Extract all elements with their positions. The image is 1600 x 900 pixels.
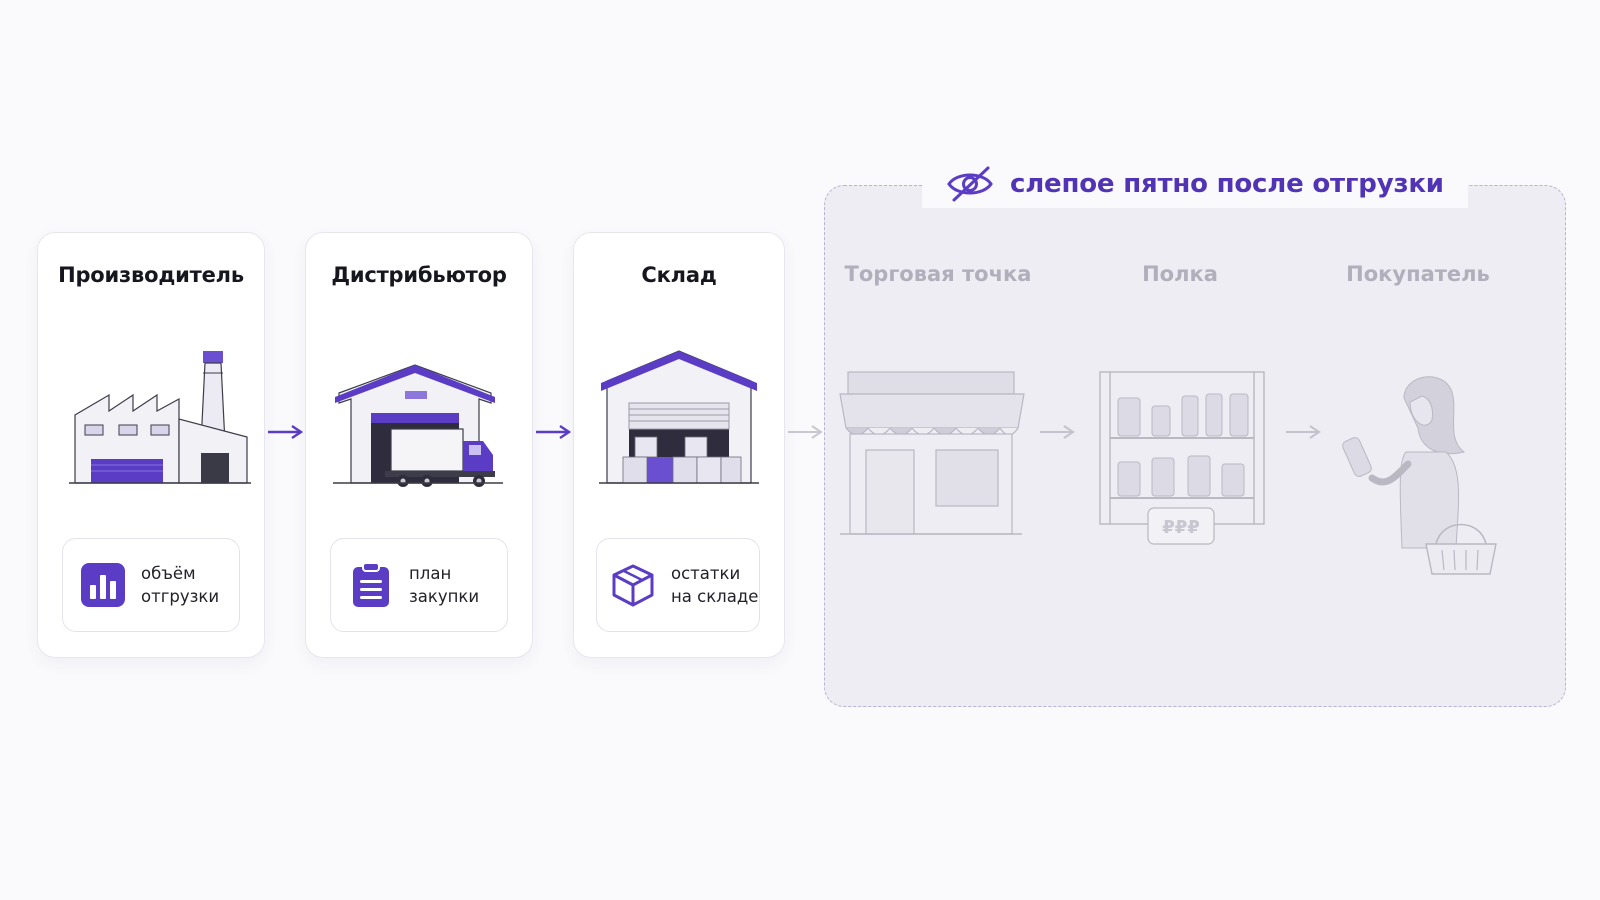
data-box-stock-levels: остатки на складе (596, 538, 760, 632)
clipboard-icon (353, 562, 389, 607)
arrow-right-icon (268, 425, 304, 439)
ghost-stage-title-shopper: Покупатель (1346, 262, 1490, 286)
stage-title: Производитель (58, 263, 244, 287)
blind-spot-label: слепое пятно после отгрузки (1010, 169, 1444, 199)
ghost-stage-title-shelf: Полка (1142, 262, 1218, 286)
data-box-purchase-plan: план закупки (330, 538, 508, 632)
eye-off-icon (947, 166, 993, 202)
warehouse-boxes-icon (574, 333, 784, 503)
stage-title: Дистрибьютор (331, 263, 507, 287)
data-label: остатки на складе (671, 564, 759, 606)
store-icon (838, 368, 1028, 547)
stage-title: Склад (641, 263, 717, 287)
box-icon (612, 564, 654, 607)
factory-icon (38, 333, 264, 503)
data-label: план закупки (409, 564, 480, 606)
arrow-right-icon (536, 425, 572, 439)
arrow-right-icon (1040, 425, 1075, 439)
arrow-right-icon (788, 425, 823, 439)
stage-card-warehouse: Склад остатки на складе (573, 232, 785, 658)
warehouse-truck-icon (306, 333, 532, 503)
price-tag-text: ₽₽₽ (1162, 517, 1200, 538)
data-label: объём отгрузки (141, 564, 220, 606)
blind-spot-header: слепое пятно после отгрузки (922, 160, 1468, 208)
stage-card-producer: Производитель (37, 232, 265, 658)
shopper-icon (1334, 368, 1514, 592)
ghost-stage-title-store: Торговая точка (844, 262, 1032, 286)
data-box-shipment-volume: объём отгрузки (62, 538, 240, 632)
bar-chart-icon (81, 563, 125, 607)
shelf-icon: ₽₽₽ (1096, 368, 1268, 552)
arrow-right-icon (1286, 425, 1321, 439)
stage-card-distributor: Дистрибьютор план закупки (305, 232, 533, 658)
